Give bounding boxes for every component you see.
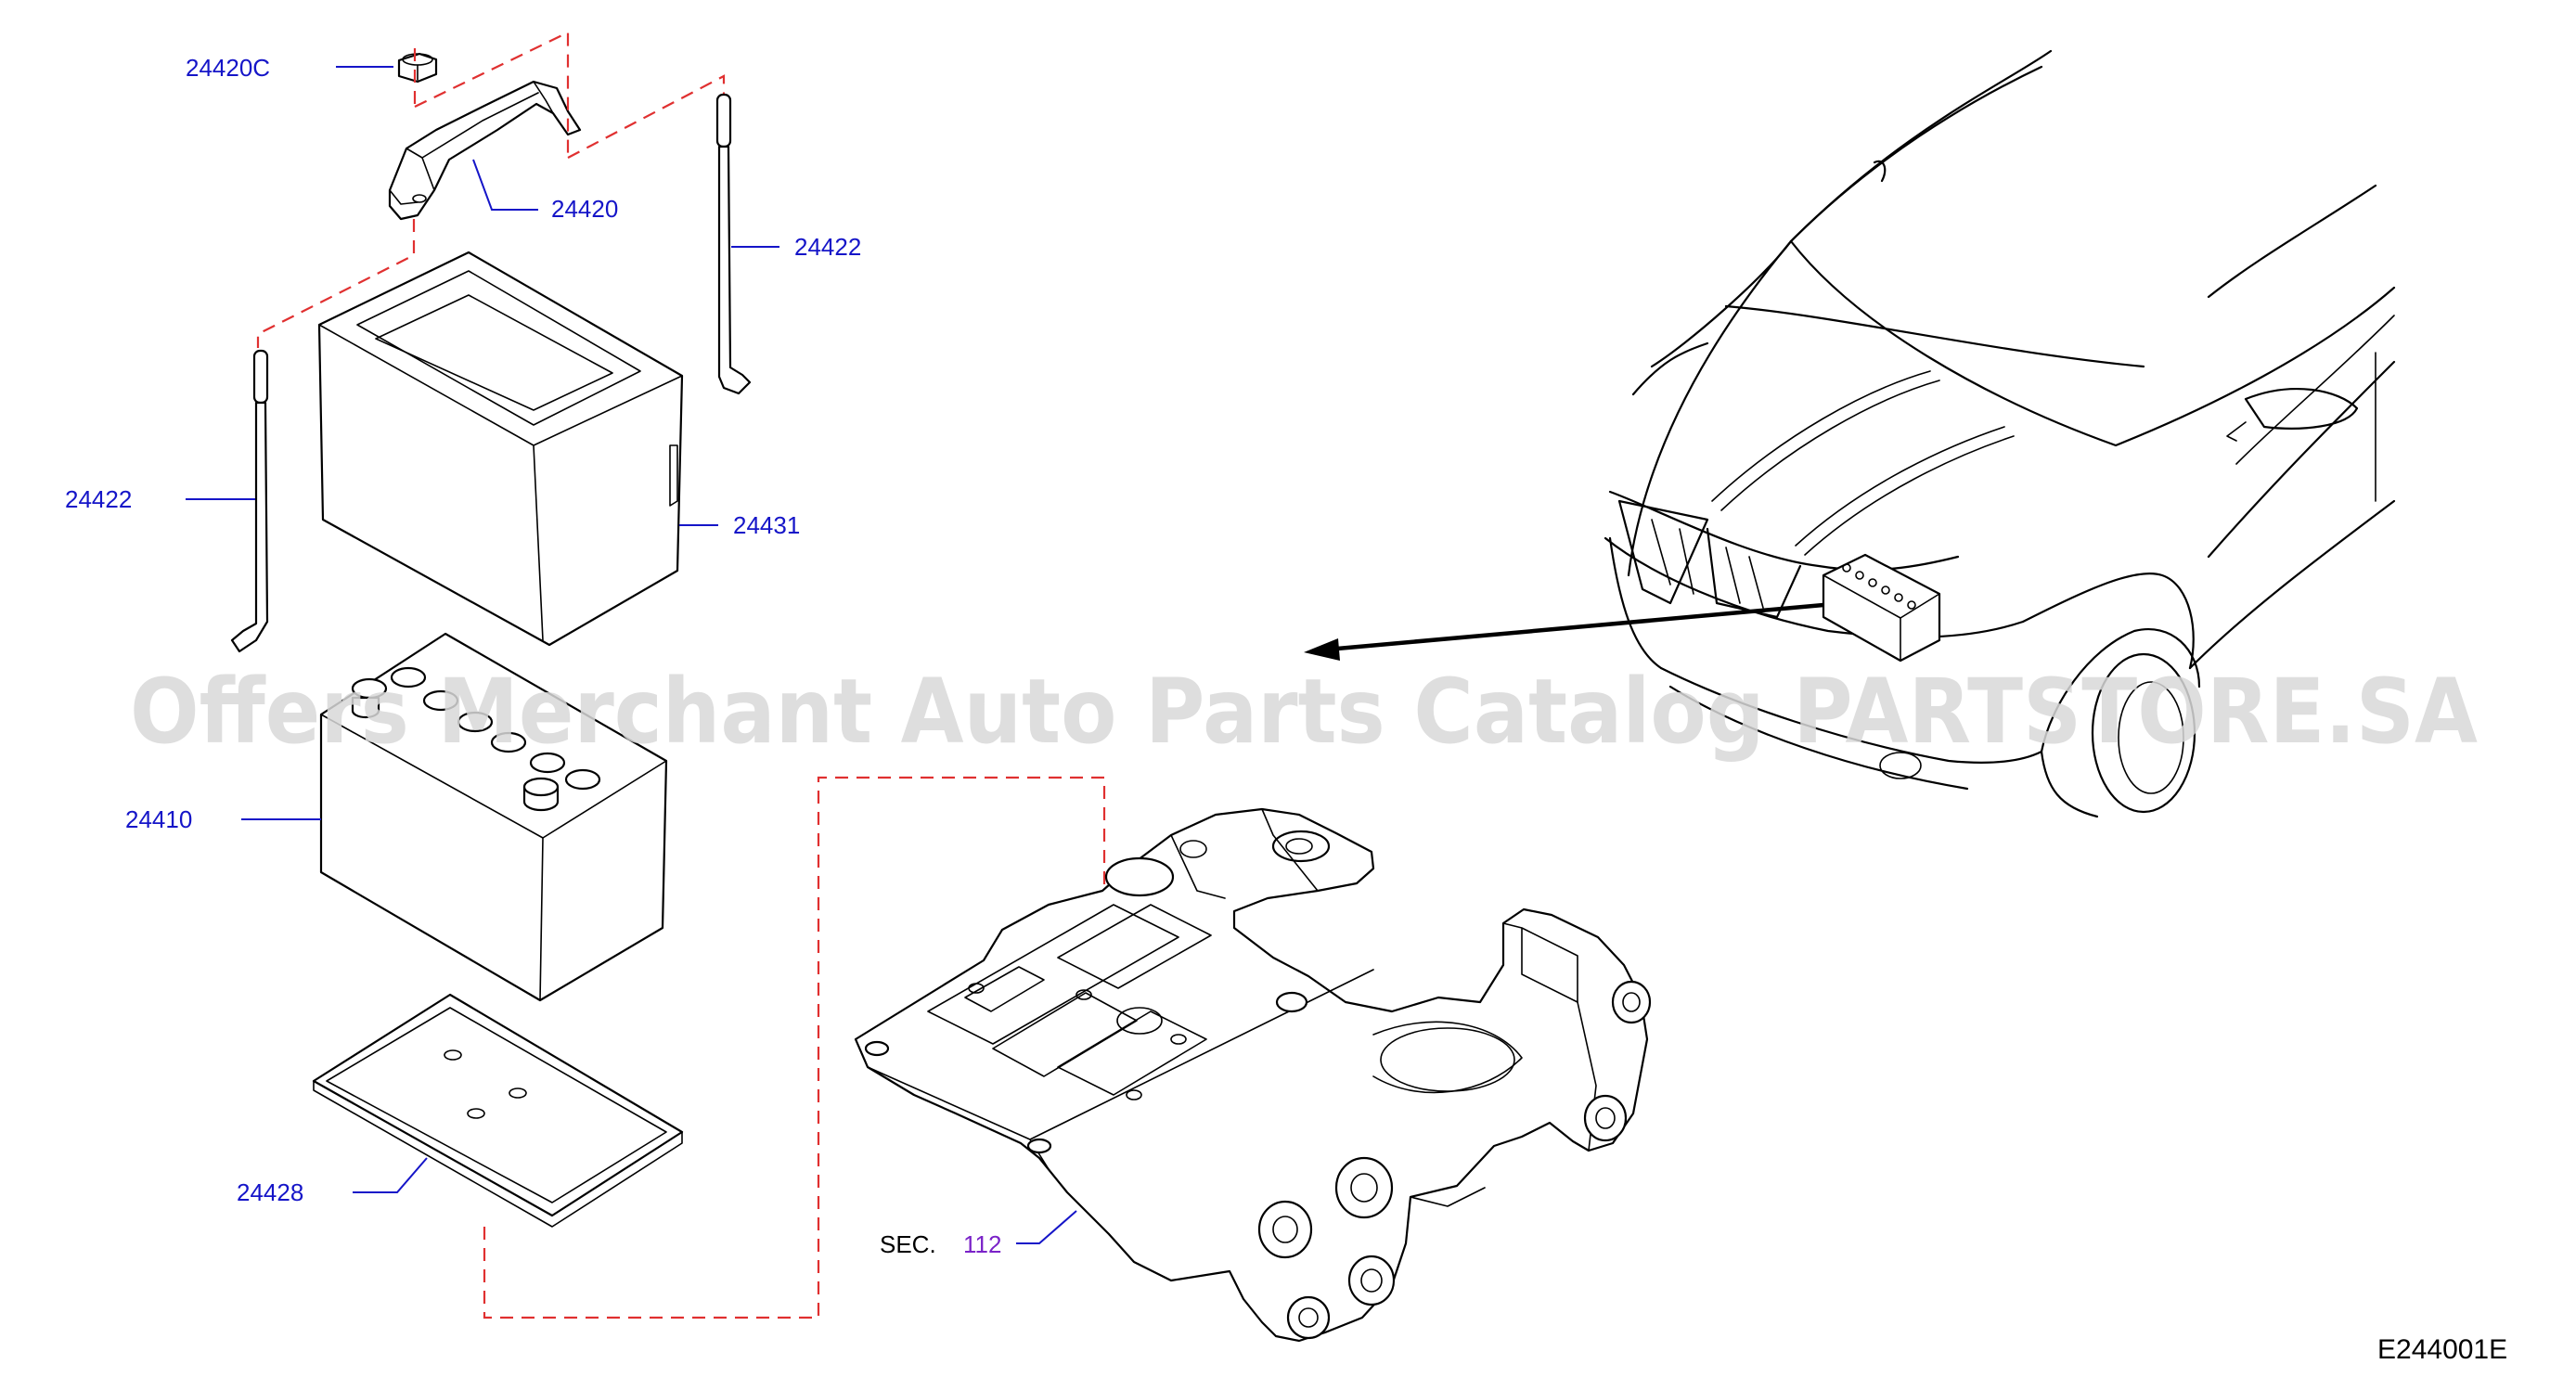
tray-24428-drawing [312,993,684,1228]
section-label: SEC. [880,1230,936,1258]
location-arrow [1304,602,1824,661]
part-label-24420[interactable]: 24420 [551,195,618,223]
clamp-24420-drawing [388,80,582,221]
bracket-sec112-drawing [854,807,1652,1343]
part-label-24422-left[interactable]: 24422 [65,485,132,513]
part-label-24431[interactable]: 24431 [733,511,800,539]
part-label-24428[interactable]: 24428 [237,1178,303,1206]
rod-24422-left-drawing [230,349,269,653]
section-number-link[interactable]: 112 [963,1230,1001,1258]
part-label-24420c[interactable]: 24420C [186,54,270,82]
vehicle-front-drawing [1604,49,2396,818]
figure-code: E244001E [2377,1334,2507,1365]
part-label-24410[interactable]: 24410 [125,805,192,833]
watermark-text: Offers Merchant Auto Parts Catalog PARTS… [130,660,2478,764]
nut-24420c-drawing [397,52,438,84]
battery-24410-drawing [319,632,668,1002]
leader-lines [186,66,1077,1244]
rod-24422-right-drawing [715,93,752,395]
part-label-24422-right[interactable]: 24422 [794,233,861,261]
cover-24431-drawing [317,251,684,647]
vehicle-battery-icon [1822,553,1941,663]
